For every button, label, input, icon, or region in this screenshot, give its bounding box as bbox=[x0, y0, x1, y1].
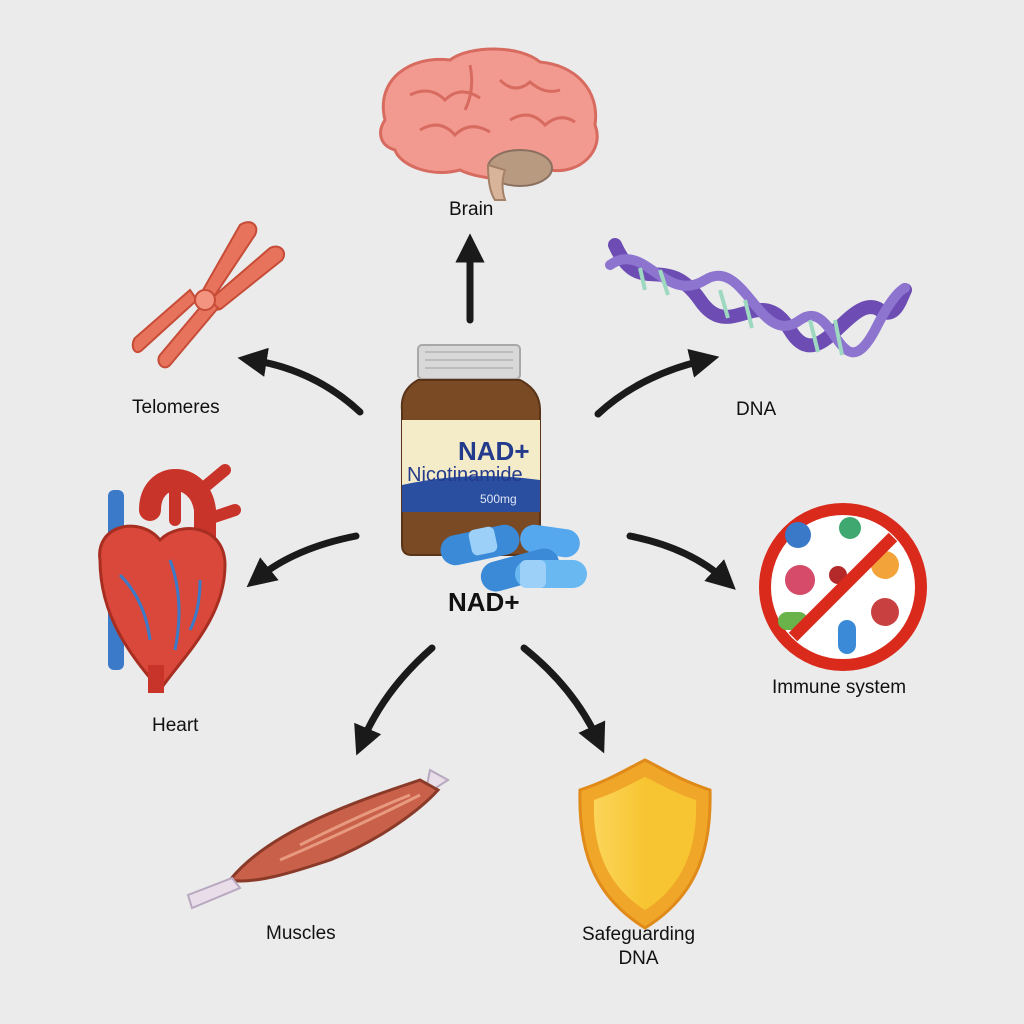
shield-icon bbox=[578, 758, 712, 930]
bottle-product-text: Nicotinamide bbox=[407, 464, 523, 486]
dna-helix-icon bbox=[605, 238, 912, 358]
chromosome-icon bbox=[131, 221, 286, 369]
bottle-icon bbox=[400, 344, 541, 556]
arrow-dna bbox=[594, 348, 720, 418]
arrow-telomeres bbox=[237, 347, 364, 416]
label-safeguarding-dna: Safeguarding DNA bbox=[582, 923, 695, 971]
muscle-icon bbox=[186, 768, 450, 910]
label-heart: Heart bbox=[152, 715, 199, 736]
label-safeguarding-line1: Safeguarding bbox=[582, 924, 696, 945]
brain-icon bbox=[379, 47, 599, 201]
label-immune-system: Immune system bbox=[772, 677, 907, 698]
label-muscles: Muscles bbox=[266, 923, 336, 944]
bottle-dose-text: 500mg bbox=[480, 492, 517, 506]
arrows bbox=[237, 233, 736, 756]
arrow-safeguarding bbox=[520, 644, 606, 754]
label-telomeres: Telomeres bbox=[132, 397, 220, 418]
label-brain: Brain bbox=[449, 199, 494, 220]
heart-icon bbox=[98, 464, 241, 693]
label-safeguarding-line2: DNA bbox=[618, 948, 659, 969]
no-germs-icon bbox=[759, 503, 927, 671]
bottle-brand-text: NAD+ bbox=[458, 436, 530, 466]
center-label-nad: NAD+ bbox=[448, 587, 520, 617]
arrow-muscles bbox=[354, 644, 436, 756]
arrow-immune bbox=[626, 532, 736, 590]
label-dna: DNA bbox=[736, 399, 777, 420]
capsule-icon bbox=[440, 524, 587, 592]
arrow-heart bbox=[246, 532, 360, 588]
